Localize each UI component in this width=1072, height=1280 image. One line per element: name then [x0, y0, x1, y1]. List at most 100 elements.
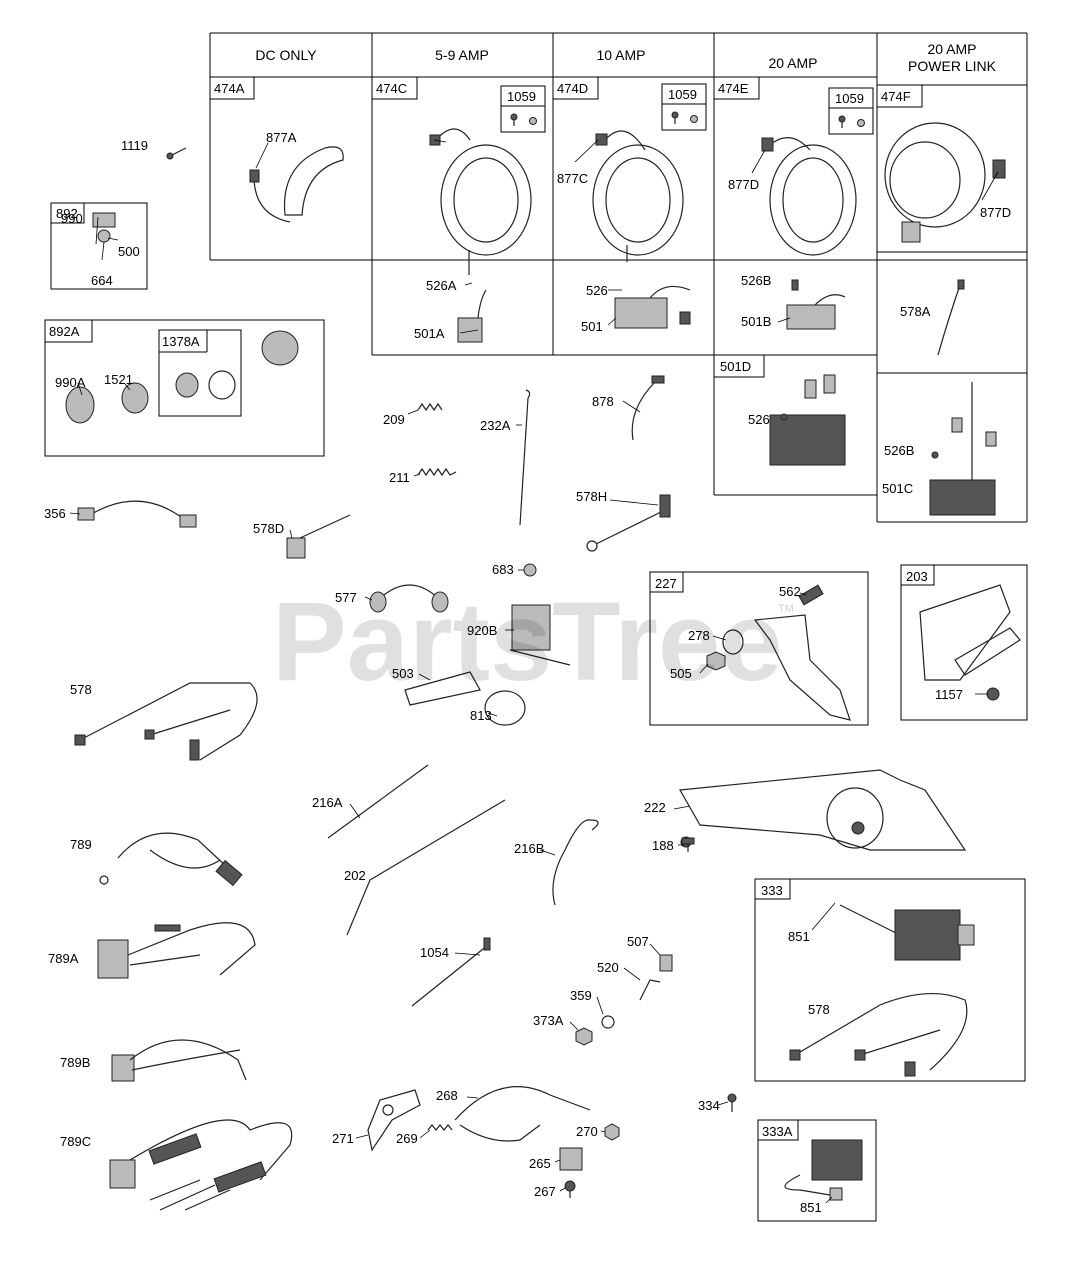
spring-209 [417, 402, 443, 412]
bracket-203 [919, 584, 1021, 701]
kit-label-1059-c: 1059 [835, 91, 864, 106]
label-232A: 232A [480, 418, 511, 433]
watermark-text: PartsTree [272, 579, 783, 704]
spring-232A [519, 389, 531, 526]
label-1157: 1157 [935, 687, 963, 702]
cable-tie-1054 [411, 937, 491, 1007]
harness-789B [111, 1039, 247, 1082]
kit-label-474C: 474C [376, 81, 407, 96]
label-500: 500 [118, 244, 140, 259]
stator-474D [592, 130, 684, 256]
clip-265 [559, 1147, 583, 1171]
lever-271 [367, 1089, 421, 1152]
label-526B-f: 526B [884, 443, 914, 458]
kit-box-474D [552, 76, 599, 100]
kit-label-474A: 474A [214, 81, 245, 96]
regulator-501 [614, 245, 691, 329]
label-813: 813 [470, 708, 492, 723]
label-211: 211 [389, 470, 410, 485]
label-1119: 1119 [121, 138, 148, 153]
kit-label-892: 892 [56, 206, 78, 221]
wire-578D [286, 514, 351, 559]
wire-878 [631, 375, 665, 441]
label-664: 664 [91, 273, 113, 288]
regulator-501C [929, 382, 997, 516]
screw-267 [564, 1180, 576, 1198]
label-920B: 920B [467, 623, 497, 638]
stator-grid [209, 32, 1028, 523]
kit-label-501D: 501D [720, 359, 751, 374]
rod-202 [346, 799, 506, 936]
label-222: 222 [644, 800, 666, 815]
label-990: 990 [61, 211, 83, 226]
label-877C: 877C [557, 171, 588, 186]
column-header-power-link-line2: POWER LINK [908, 58, 997, 74]
label-501A: 501A [414, 326, 445, 341]
label-271: 271 [332, 1131, 354, 1146]
label-507: 507 [627, 934, 649, 949]
harness-789 [99, 832, 243, 887]
kit-box-892 [50, 202, 148, 290]
kit-label-1059-a: 1059 [507, 89, 536, 104]
label-265: 265 [529, 1156, 551, 1171]
kit-label-227: 227 [655, 576, 677, 591]
screw-1119 [166, 147, 187, 160]
kit-label-474D: 474D [557, 81, 588, 96]
nut-270 [604, 1123, 620, 1141]
boot-577 [369, 584, 449, 613]
solenoid-920B [509, 604, 571, 666]
harness-578 [74, 682, 258, 761]
label-188: 188 [652, 838, 674, 853]
kit-label-1378A: 1378A [162, 334, 200, 349]
label-526-d: 526 [748, 412, 770, 427]
label-334: 334 [698, 1098, 720, 1113]
label-526: 526 [586, 283, 608, 298]
label-209: 209 [383, 412, 405, 427]
watermark-trademark: TM [778, 603, 794, 615]
label-356: 356 [44, 506, 66, 521]
washer-359 [601, 1015, 615, 1029]
label-578-b: 578 [808, 1002, 830, 1017]
label-503: 503 [392, 666, 414, 681]
regulator-501B [786, 279, 846, 330]
stator-474E [761, 137, 857, 256]
ignition-coil-333 [839, 904, 975, 961]
label-269: 269 [396, 1131, 418, 1146]
harness-789C [109, 1119, 293, 1211]
label-501: 501 [581, 319, 603, 334]
screw-334 [727, 1093, 737, 1112]
label-526B-e: 526B [741, 273, 771, 288]
kit-label-203: 203 [906, 569, 928, 584]
harness-789A [97, 922, 256, 979]
label-562: 562 [779, 584, 801, 599]
kit-box-333A [757, 1119, 877, 1222]
regulator-501D [769, 374, 846, 466]
cable-268 [454, 1086, 591, 1142]
wire-356 [77, 500, 197, 528]
label-216A: 216A [312, 795, 343, 810]
label-578D: 578D [253, 521, 284, 536]
label-278: 278 [688, 628, 710, 643]
label-520: 520 [597, 960, 619, 975]
kit-box-1059-a: 1059 [500, 85, 546, 133]
label-789B: 789B [60, 1055, 90, 1070]
stator-474A [249, 146, 344, 223]
nut-373A [575, 1027, 593, 1046]
label-577: 577 [335, 590, 357, 605]
rod-216B [552, 819, 599, 906]
screw-188 [681, 837, 695, 852]
label-789: 789 [70, 837, 92, 852]
kit-box-892A [44, 319, 325, 457]
column-header-5-9-amp: 5-9 AMP [435, 47, 489, 63]
rod-216A [327, 764, 429, 839]
ignition-coil-333A [784, 1139, 863, 1201]
spring-269 [427, 1124, 453, 1131]
kit-box-474C [371, 76, 418, 100]
label-373A: 373A [533, 1013, 564, 1028]
kit-label-1059-b: 1059 [668, 87, 697, 102]
label-877D-f: 877D [980, 205, 1011, 220]
label-877D-e: 877D [728, 177, 759, 192]
kit-label-474F: 474F [881, 89, 911, 104]
bracket-503 [404, 671, 481, 706]
